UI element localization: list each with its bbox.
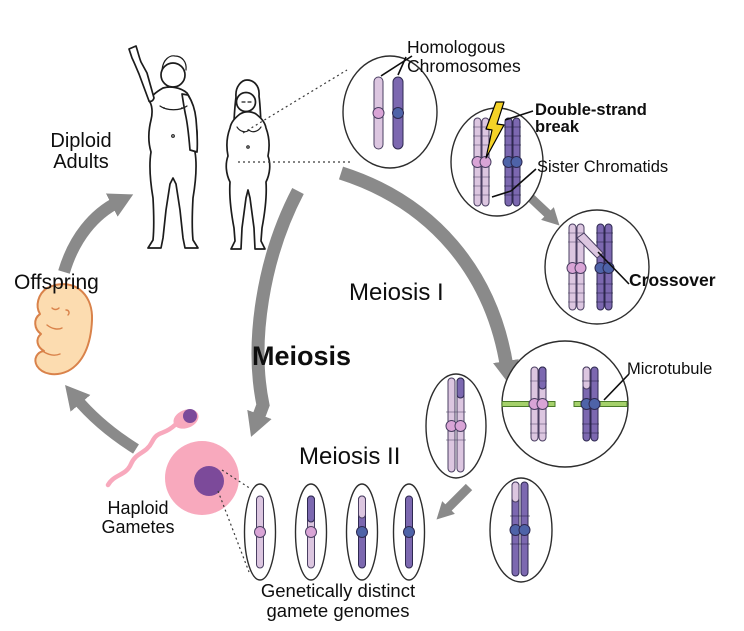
zoom-dotted-line (242, 69, 348, 134)
cell-double-strand-break (450, 101, 544, 217)
gamete-cell-4 (392, 483, 426, 581)
fetus-figure (34, 283, 94, 376)
microtubule-fiber (573, 401, 582, 407)
man-figure (128, 45, 199, 249)
gamete-cell-3 (345, 483, 379, 581)
label-diploid-adults: Diploid Adults (30, 130, 132, 174)
sperm-figure (105, 409, 199, 488)
egg-nucleus (194, 466, 224, 496)
sperm-nucleus (183, 409, 197, 423)
label-diploid-adults-line1: Diploid (50, 130, 112, 152)
arrow-meiosis-entry-arc (247, 187, 304, 437)
cell-crossover (544, 209, 650, 325)
woman-figure (225, 79, 271, 250)
label-meiosis-ii: Meiosis II (299, 443, 401, 470)
label-meiosis: Meiosis (252, 341, 352, 371)
label-meiosis-i: Meiosis I (349, 279, 444, 306)
arrow-offspring-to-adults (58, 193, 134, 274)
gamete-cell-1 (243, 483, 277, 581)
label-genetically-distinct: Genetically distinct gamete genomes (238, 581, 438, 620)
label-homologous-chromosomes: Homologous Chromosomes (407, 38, 521, 75)
arrow-gametes-to-offspring (65, 384, 139, 454)
leader-line (597, 251, 630, 285)
label-genetic-line1: Genetically distinct (260, 580, 416, 601)
label-sister-chromatids: Sister Chromatids (537, 158, 669, 176)
label-haploid-line1: Haploid (107, 498, 169, 518)
microtubule-fiber (547, 401, 556, 407)
label-homologous-line2: Chromosomes (407, 55, 521, 76)
cell-homologous-chromosomes (342, 55, 438, 169)
label-haploid-line2: Gametes (101, 517, 175, 538)
leader-line (491, 190, 512, 198)
label-haploid-gametes: Haploid Gametes (86, 498, 190, 538)
microtubule-fiber (501, 401, 530, 407)
arrow-dsb-to-crossover (525, 192, 560, 226)
leader-line (380, 55, 413, 77)
label-homologous-line1: Homologous (407, 37, 506, 57)
leader-line (397, 56, 407, 76)
cell-meiosis1-product-light (425, 373, 487, 479)
label-genetic-line2: gamete genomes (266, 599, 410, 621)
label-double-strand-break: Double-strand break (535, 101, 647, 137)
arrow-meiosis-i-arc (338, 166, 519, 385)
arrow-products-to-gametes (436, 483, 473, 520)
leader-line (504, 110, 534, 121)
label-offspring: Offspring (14, 271, 99, 294)
leader-line (603, 373, 630, 401)
label-diploid-adults-line2: Adults (53, 151, 109, 174)
label-dsb-line2: break (535, 118, 580, 137)
cell-meiosis1-product-dark (489, 477, 553, 583)
leader-line (510, 168, 537, 192)
crossover-junction (576, 232, 604, 259)
gamete-cell-2 (294, 483, 328, 581)
label-microtubule: Microtubule (627, 360, 713, 378)
lightning-bolt-icon (485, 101, 505, 159)
microtubule-fiber (599, 401, 628, 407)
zoom-dotted-line (221, 469, 252, 490)
label-dsb-line1: Double-strand (535, 101, 647, 119)
label-crossover: Crossover (629, 270, 716, 290)
cell-microtubule (501, 340, 629, 468)
